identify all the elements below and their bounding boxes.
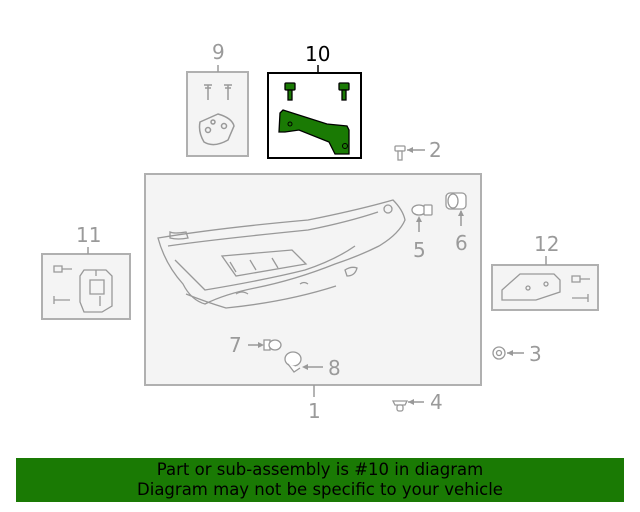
part-4-grommet[interactable]: [391, 400, 409, 412]
callout-7: 7: [229, 333, 242, 357]
banner-line-2: Diagram may not be specific to your vehi…: [137, 480, 503, 499]
part-10-box[interactable]: [267, 72, 362, 159]
part-11-box[interactable]: [41, 253, 131, 320]
part-5-bulb[interactable]: [411, 204, 433, 216]
part-8-socket[interactable]: [284, 351, 302, 373]
banner-line-1: Part or sub-assembly is #10 in diagram: [156, 460, 484, 479]
part-2-screw[interactable]: [394, 145, 406, 161]
callout-1: 1: [308, 399, 321, 423]
callout-5: 5: [413, 238, 426, 262]
callout-2: 2: [429, 138, 442, 162]
callout-3: 3: [529, 342, 542, 366]
part-6-socket[interactable]: [445, 192, 467, 210]
callout-10: 10: [305, 42, 330, 66]
info-banner: Part or sub-assembly is #10 in diagram D…: [16, 458, 624, 502]
part-12-box[interactable]: [491, 264, 599, 311]
callout-8: 8: [328, 356, 341, 380]
part-7-bulb[interactable]: [263, 339, 282, 351]
callout-9: 9: [212, 40, 225, 64]
callout-12: 12: [534, 232, 559, 256]
part-9-box[interactable]: [186, 71, 249, 157]
callout-6: 6: [455, 231, 468, 255]
callout-11: 11: [76, 223, 101, 247]
callout-4: 4: [430, 390, 443, 414]
part-3-clip[interactable]: [492, 346, 506, 360]
